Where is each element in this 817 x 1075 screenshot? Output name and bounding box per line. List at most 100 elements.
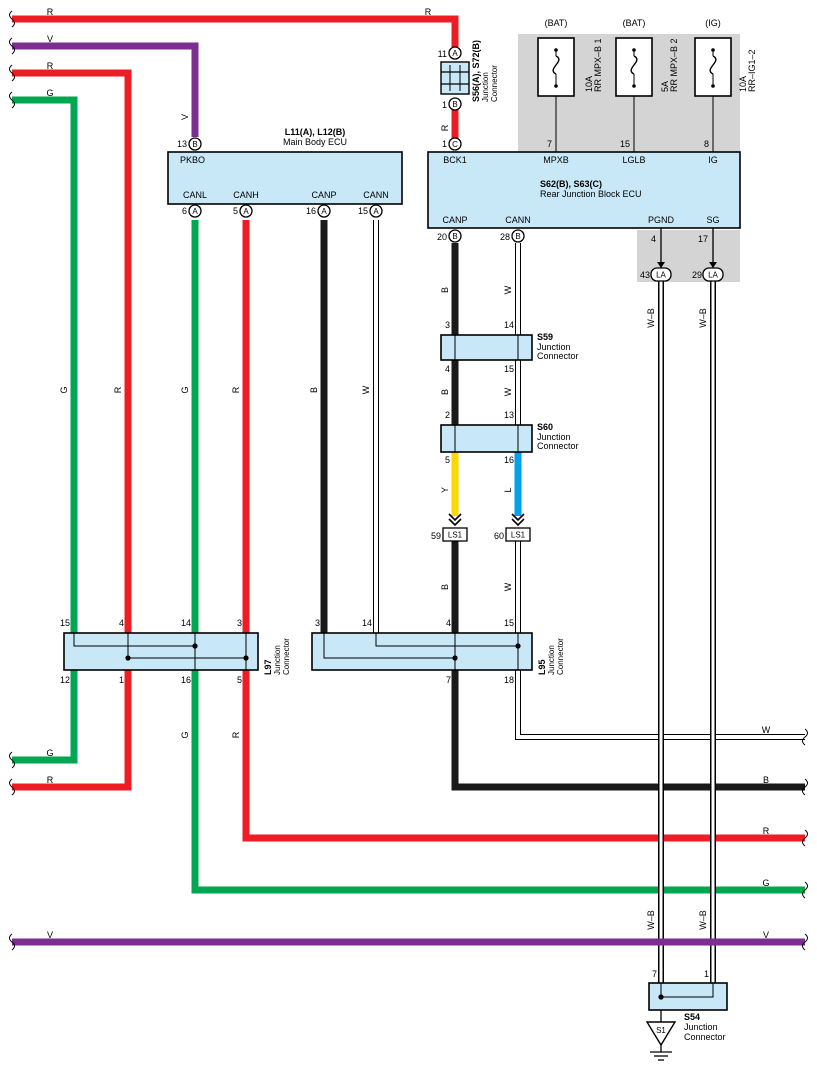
svg-text:CANN: CANN xyxy=(505,215,531,225)
svg-text:B: B xyxy=(452,100,457,109)
svg-text:G: G xyxy=(46,748,53,758)
l97-junction-connector: 15 4 14 3 12 1 16 5 L97 Junction Connect… xyxy=(60,618,291,685)
s60-junction-connector: 2 13 5 16 S60 Junction Connector xyxy=(440,410,579,465)
svg-text:W: W xyxy=(361,385,371,394)
svg-text:15: 15 xyxy=(620,139,630,149)
svg-text:CANL: CANL xyxy=(183,190,207,200)
svg-text:LA: LA xyxy=(656,271,666,280)
svg-text:3: 3 xyxy=(315,618,320,628)
wire-r-canh xyxy=(242,220,805,842)
svg-text:G: G xyxy=(59,386,69,393)
ls1-connector: 59 LS1 60 LS1 xyxy=(431,513,531,542)
svg-text:B: B xyxy=(763,775,769,785)
svg-text:15: 15 xyxy=(60,618,70,628)
svg-text:4: 4 xyxy=(119,618,124,628)
wire-r-left xyxy=(12,69,132,791)
svg-text:G: G xyxy=(180,731,190,738)
wire-w-l95-out xyxy=(516,670,805,739)
svg-text:CANN: CANN xyxy=(363,190,389,200)
main-body-ecu: L11(A), L12(B) Main Body ECU 13 B PKBO C… xyxy=(167,127,403,218)
svg-text:A: A xyxy=(452,49,458,58)
svg-text:W: W xyxy=(503,387,513,396)
svg-text:8: 8 xyxy=(704,139,709,149)
svg-text:15: 15 xyxy=(504,364,514,374)
svg-text:Connector: Connector xyxy=(556,638,565,675)
svg-text:B: B xyxy=(452,232,457,241)
svg-text:LS1: LS1 xyxy=(511,531,526,540)
svg-text:17: 17 xyxy=(698,234,708,244)
svg-text:4: 4 xyxy=(651,234,656,244)
svg-text:14: 14 xyxy=(181,618,191,628)
s56-name: S56(A), S72(B) xyxy=(471,40,481,102)
svg-text:MPXB: MPXB xyxy=(543,155,569,165)
svg-text:B: B xyxy=(440,584,450,590)
svg-text:W–B: W–B xyxy=(698,308,708,328)
svg-text:PKBO: PKBO xyxy=(180,155,205,165)
fuse-name: RR–IG1–2 xyxy=(747,49,757,92)
svg-text:7: 7 xyxy=(652,969,657,979)
s60-name: S60 xyxy=(537,422,553,432)
svg-text:B: B xyxy=(309,387,319,393)
svg-text:60: 60 xyxy=(494,531,504,541)
svg-text:4: 4 xyxy=(445,364,450,374)
rear-junction-block-ecu: 1 C 7 15 8 BCK1 MPXB LGLB IG S62(B), S63… xyxy=(427,137,741,244)
wire-g-left xyxy=(12,96,78,764)
svg-text:G: G xyxy=(46,88,53,98)
svg-text:R: R xyxy=(113,386,123,393)
svg-text:B: B xyxy=(515,232,520,241)
svg-text:15: 15 xyxy=(358,206,368,216)
svg-text:S1: S1 xyxy=(656,1026,666,1035)
svg-text:A: A xyxy=(373,207,379,216)
svg-text:12: 12 xyxy=(60,675,70,685)
svg-text:15: 15 xyxy=(504,618,514,628)
fuse-rr-ig1-2: (IG) 10A RR–IG1–2 xyxy=(694,18,757,97)
svg-text:3: 3 xyxy=(445,320,450,330)
svg-text:LS1: LS1 xyxy=(448,531,463,540)
svg-text:7: 7 xyxy=(547,139,552,149)
svg-text:V: V xyxy=(47,34,53,44)
svg-text:LGLB: LGLB xyxy=(622,155,645,165)
svg-text:G: G xyxy=(762,878,769,888)
fuse-rr-mpx-b1: (BAT) 10A RR MPX–B 1 xyxy=(537,18,603,97)
svg-text:V: V xyxy=(180,114,190,120)
svg-text:B: B xyxy=(192,140,197,149)
svg-text:W: W xyxy=(503,285,513,294)
svg-text:A: A xyxy=(192,207,198,216)
svg-text:B: B xyxy=(440,287,450,293)
s59-junction-connector: 3 14 4 15 S59 Junction Connector xyxy=(440,320,579,374)
svg-text:1: 1 xyxy=(704,969,709,979)
l95-name: L95 xyxy=(537,659,547,675)
wire-b-l95-out xyxy=(451,670,805,791)
svg-text:4: 4 xyxy=(446,618,451,628)
wire-break-symbols xyxy=(9,10,808,951)
fuse-source: (BAT) xyxy=(623,18,646,28)
svg-text:A: A xyxy=(321,207,327,216)
svg-text:Connector: Connector xyxy=(684,1032,726,1042)
svg-text:13: 13 xyxy=(504,410,514,420)
svg-text:W: W xyxy=(762,725,771,735)
wire-r-top xyxy=(12,15,459,47)
l95-junction-connector: 3 14 4 15 7 18 L95 Junction Connector xyxy=(311,618,565,685)
svg-text:V: V xyxy=(763,930,769,940)
svg-text:Junction: Junction xyxy=(547,645,556,675)
svg-text:CANH: CANH xyxy=(233,190,259,200)
l97-name: L97 xyxy=(263,659,273,675)
svg-text:B: B xyxy=(440,389,450,395)
fuse-rr-mpx-b2: (BAT) 5A RR MPX–B 2 xyxy=(615,18,679,97)
svg-text:Connector: Connector xyxy=(282,638,291,675)
svg-text:Junction: Junction xyxy=(481,72,490,102)
svg-text:11: 11 xyxy=(438,49,447,59)
svg-text:L: L xyxy=(503,487,513,492)
svg-text:CANP: CANP xyxy=(442,215,467,225)
svg-text:Junction: Junction xyxy=(537,432,571,442)
svg-text:29: 29 xyxy=(692,270,702,280)
svg-text:3: 3 xyxy=(237,618,242,628)
svg-text:6: 6 xyxy=(182,206,187,216)
svg-text:14: 14 xyxy=(504,320,514,330)
svg-text:SG: SG xyxy=(706,215,719,225)
svg-text:G: G xyxy=(180,386,190,393)
la-connector: 43 LA 29 LA xyxy=(640,267,724,282)
svg-text:18: 18 xyxy=(504,675,514,685)
svg-text:20: 20 xyxy=(437,232,447,242)
